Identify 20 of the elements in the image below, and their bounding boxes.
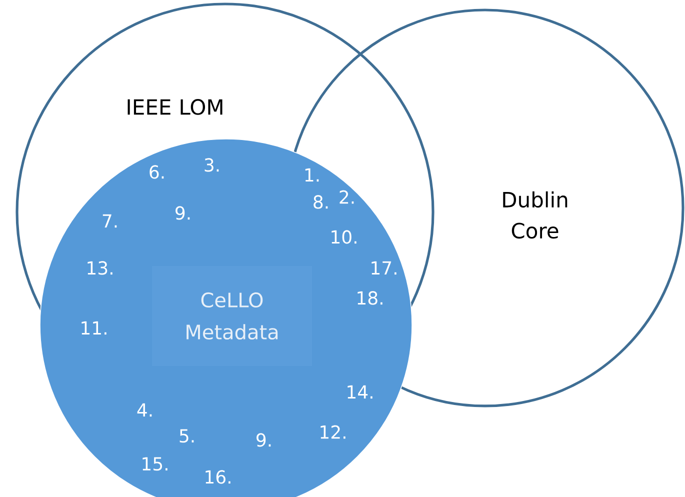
item-number: 16. <box>206 470 230 484</box>
item-number: 13. <box>88 261 112 275</box>
item-number: 17. <box>372 261 396 275</box>
item-number: 18. <box>358 291 382 305</box>
item-number: 9. <box>176 206 190 220</box>
item-number: 10. <box>332 230 356 244</box>
item-number: 15. <box>142 457 168 471</box>
item-number: 12. <box>320 425 346 439</box>
item-number: 8. <box>314 195 328 209</box>
title-box: CeLLO Metadata <box>152 266 312 366</box>
item-number: 7. <box>102 214 117 228</box>
item-number: 11. <box>82 321 106 335</box>
item-number: 14. <box>348 385 372 399</box>
item-number: 4. <box>137 403 152 417</box>
item-number: 5. <box>180 429 194 443</box>
item-number: 3. <box>204 158 219 172</box>
item-number: 9. <box>256 433 271 447</box>
item-number: 2. <box>340 190 354 204</box>
item-number: 6. <box>150 165 164 179</box>
item-number: 1. <box>305 168 319 182</box>
